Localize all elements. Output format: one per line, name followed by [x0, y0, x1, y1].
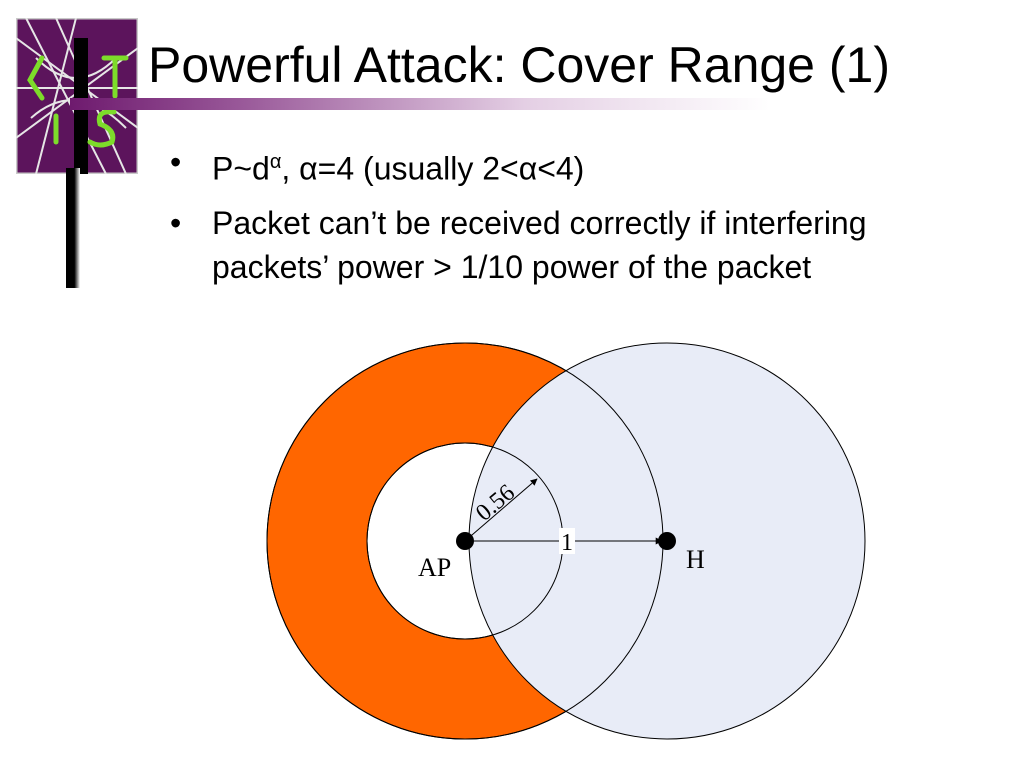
bullet-glyph: • [170, 204, 182, 241]
h-node [658, 532, 676, 550]
bullet-item: • P~dα, α=4 (usually 2<α<4) [170, 140, 990, 191]
ap-label: AP [418, 553, 451, 582]
logo-stem [66, 168, 80, 288]
distance-label-bg [559, 528, 575, 554]
bullet-list: • P~dα, α=4 (usually 2<α<4) • Packet can… [170, 140, 990, 299]
bullet-glyph: • [170, 144, 182, 180]
radius-arrow [464, 478, 538, 542]
title-underline [70, 98, 770, 110]
bullet-item: • Packet can’t be received correctly if … [170, 201, 990, 289]
ap-node [456, 532, 474, 550]
distance-label: 1 [561, 530, 573, 556]
formula-superscript: α [269, 151, 282, 173]
formula-prefix: P~d [212, 150, 270, 187]
formula-suffix: , α=4 (usually 2<α<4) [281, 150, 585, 187]
bullet-text: Packet can’t be received correctly if in… [212, 204, 867, 285]
h-label: H [686, 545, 705, 574]
slide-title: Powerful Attack: Cover Range (1) [148, 37, 890, 93]
